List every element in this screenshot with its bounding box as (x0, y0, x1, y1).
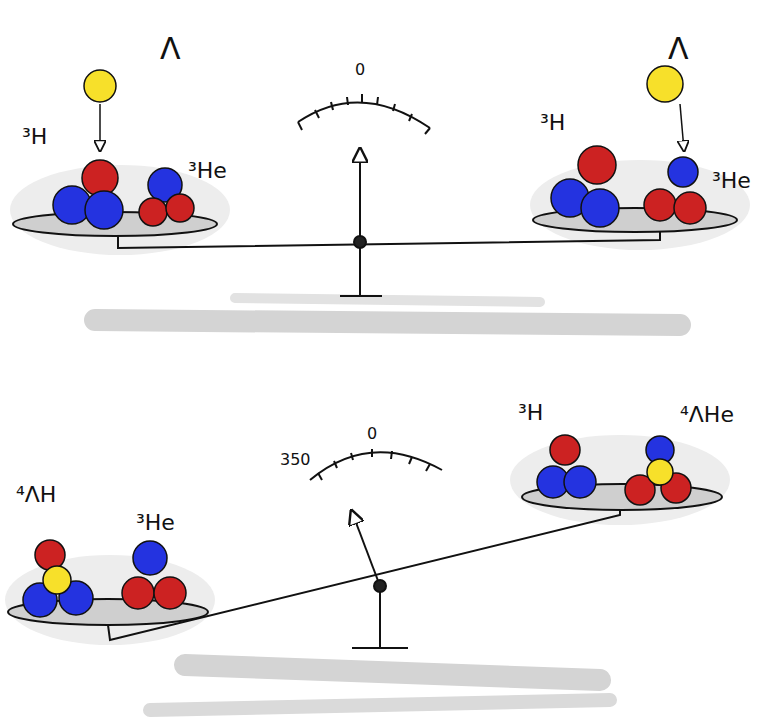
scale-reading: 350 (280, 452, 311, 468)
scale-reading: 0 (367, 426, 377, 442)
nucleus-label: ⁴ΛH (16, 484, 56, 506)
scale-reading: 0 (355, 62, 365, 78)
nucleus-label: ³He (712, 170, 751, 192)
nucleus-label: ³He (188, 160, 227, 182)
nucleus-label: ³H (518, 402, 543, 424)
nucleus-label: ³H (540, 112, 565, 134)
particle-label: Λ (668, 34, 689, 64)
nucleus-label: ⁴ΛHe (680, 404, 734, 426)
nucleus-label: ³He (136, 512, 175, 534)
particle-label: Λ (160, 34, 181, 64)
nucleus-label: ³H (22, 126, 47, 148)
